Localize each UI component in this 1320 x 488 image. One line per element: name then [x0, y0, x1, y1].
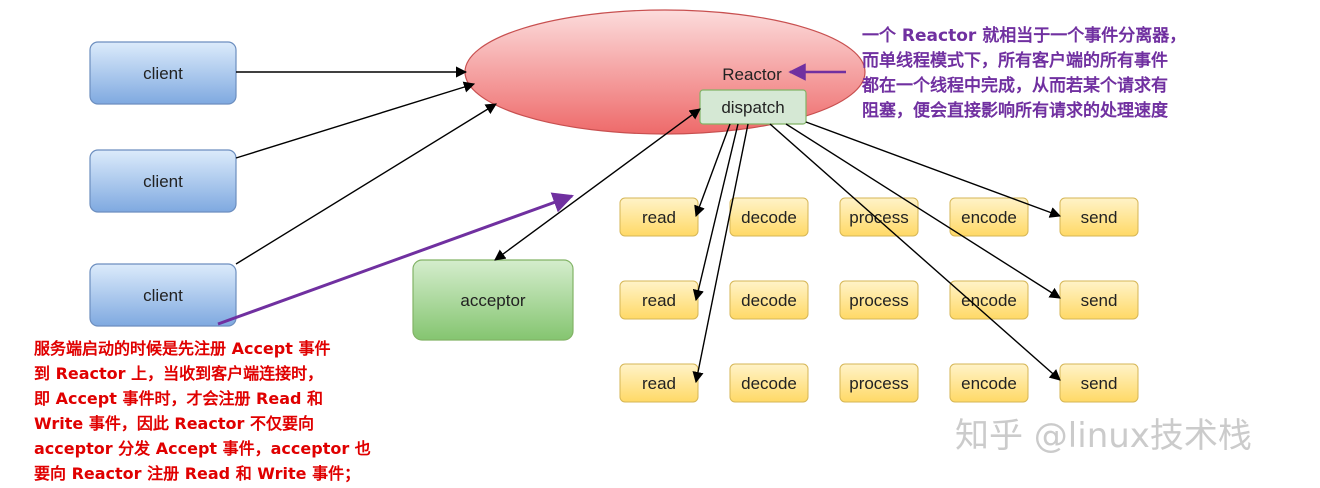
stage-label: encode	[961, 374, 1017, 393]
acceptor-note: 服务端启动的时候是先注册 Accept 事件 到 Reactor 上，当收到客户…	[34, 339, 371, 483]
stage-box	[839, 197, 919, 237]
client-to-reactor-arrow	[235, 81, 476, 159]
stage-label: decode	[741, 208, 797, 227]
dispatch-node: dispatch	[699, 89, 807, 125]
dispatch-to-read-arrow	[692, 123, 749, 384]
stage-label: decode	[741, 291, 797, 310]
dispatch-label: dispatch	[721, 98, 784, 117]
stage-box	[949, 280, 1029, 320]
client-node-1: client	[89, 41, 237, 105]
client-node-3: client	[89, 263, 237, 327]
stage-label: send	[1081, 291, 1118, 310]
client-to-reactor-arrow	[235, 103, 497, 265]
stage-box	[1059, 363, 1139, 403]
dispatch-acceptor-arrow	[494, 108, 701, 261]
stage-box	[729, 280, 809, 320]
dispatch-to-send-arrow	[785, 123, 1061, 299]
pipeline-row-2: read decode process encode send	[619, 280, 1139, 320]
stage-box	[1059, 280, 1139, 320]
client-label: client	[143, 64, 183, 83]
stage-box	[839, 280, 919, 320]
acceptor-note-arrow	[217, 192, 574, 326]
stage-box	[839, 363, 919, 403]
stage-label: process	[849, 291, 909, 310]
pipeline-row-3: read decode process encode send	[619, 363, 1139, 403]
stage-label: process	[849, 374, 909, 393]
stage-box	[949, 197, 1029, 237]
watermark: 知乎 @linux技术栈	[955, 416, 1252, 456]
stage-box	[949, 363, 1029, 403]
stage-label: encode	[961, 208, 1017, 227]
stage-label: read	[642, 208, 676, 227]
dispatch-to-send-arrow	[769, 123, 1061, 381]
stage-label: process	[849, 208, 909, 227]
client-label: client	[143, 172, 183, 191]
pipeline-row-1: read decode process encode send	[619, 197, 1139, 237]
acceptor-label: acceptor	[460, 291, 526, 310]
reactor-label: Reactor	[722, 65, 782, 84]
stage-box	[729, 363, 809, 403]
acceptor-node: acceptor	[412, 259, 574, 341]
stage-label: send	[1081, 208, 1118, 227]
client-connections	[235, 66, 497, 265]
reactor-note: 一个 Reactor 就相当于一个事件分离器， 而单线程模式下，所有客户端的所有…	[862, 26, 1187, 121]
stage-label: read	[642, 291, 676, 310]
dispatch-to-send-arrow	[805, 121, 1062, 218]
dispatch-to-send-arrows	[769, 121, 1062, 381]
client-label: client	[143, 286, 183, 305]
dispatch-to-read-arrow	[692, 123, 739, 302]
stage-label: send	[1081, 374, 1118, 393]
stage-label: read	[642, 374, 676, 393]
dispatch-to-read-arrow	[694, 123, 731, 218]
stage-label: decode	[741, 374, 797, 393]
stage-box	[729, 197, 809, 237]
dispatch-to-read-arrows	[692, 123, 749, 384]
client-node-2: client	[89, 149, 237, 213]
